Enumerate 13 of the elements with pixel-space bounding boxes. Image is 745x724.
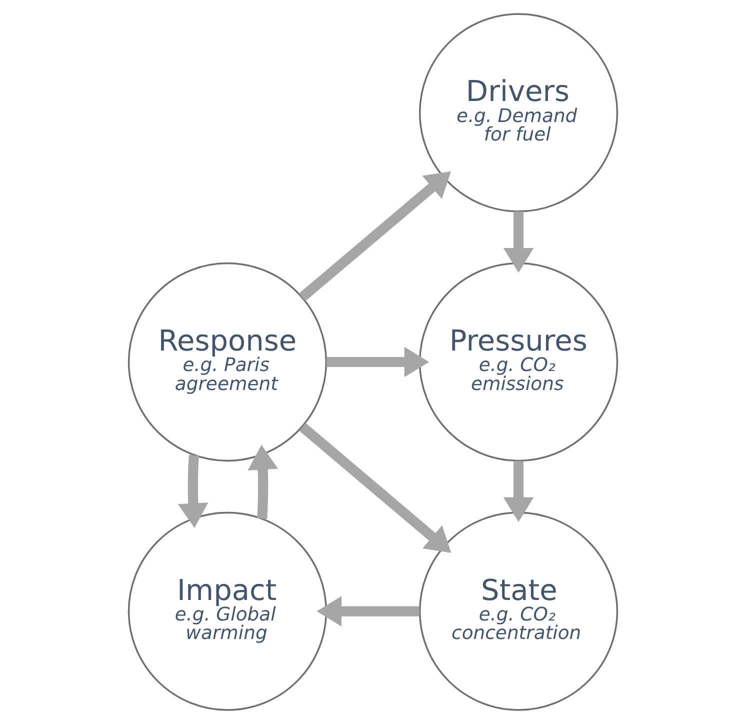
node-circle: Impact e.g. Global warming [127, 512, 327, 711]
arrow [502, 212, 534, 273]
node-circle: Pressures e.g. CO₂ emissions [418, 262, 618, 462]
arrow [298, 423, 451, 553]
arrow [316, 596, 419, 626]
arrow [247, 444, 278, 520]
arrow [502, 460, 534, 522]
arrow [177, 454, 208, 528]
node-circle: State e.g. CO₂ concentration [418, 512, 618, 711]
node-circle: Drivers e.g. Demand for fuel [418, 13, 618, 212]
node-circle: Response e.g. Paris agreement [127, 262, 327, 462]
arrow [298, 171, 450, 302]
arrow [326, 346, 429, 378]
